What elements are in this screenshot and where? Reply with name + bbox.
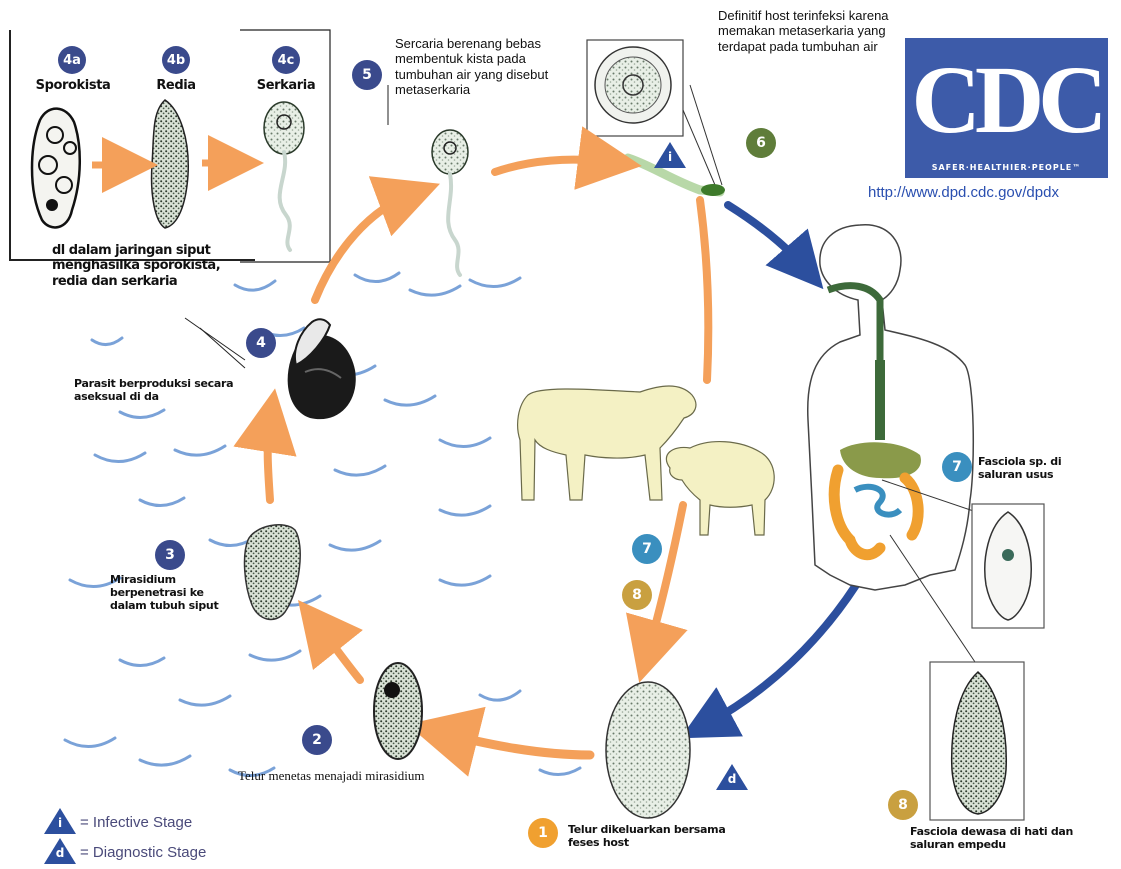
annotation-step7: Fasciola sp. di saluran usus — [978, 456, 1098, 482]
badge-8-left: 8 — [622, 580, 652, 610]
legend-infective-icon: i — [44, 808, 76, 834]
annotation-step2: Telur menetas menajadi mirasidium — [238, 768, 488, 783]
badge-7-right: 7 — [942, 452, 972, 482]
annotation-snail-tissue: dl dalam jaringan siput menghasilka spor… — [52, 243, 242, 289]
legend-infective-text: = Infective Stage — [80, 814, 192, 831]
annotation-asexual: Parasit berproduksi secara aseksual di d… — [74, 378, 259, 404]
snail-image — [288, 319, 356, 419]
fluke-intestine-inset — [972, 504, 1044, 628]
label-serkaria: Serkaria — [246, 78, 326, 93]
serkaria-image — [264, 102, 304, 250]
fluke-liver-inset — [930, 662, 1024, 820]
sporokista-image — [32, 109, 80, 228]
embryonated-egg-image — [374, 663, 422, 759]
annotation-step1: Telur dikeluarkan bersama feses host — [568, 824, 738, 850]
human-body-image — [808, 225, 1000, 662]
label-sporokista: Sporokista — [33, 78, 113, 93]
cdc-url-link[interactable]: http://www.dpd.cdc.gov/dpdx — [868, 184, 1059, 201]
badge-7-left: 7 — [632, 534, 662, 564]
redia-image — [152, 100, 189, 228]
badge-3: 3 — [155, 540, 185, 570]
badge-4b: 4b — [162, 46, 190, 74]
marker-infective: i — [654, 142, 686, 168]
badge-8-right: 8 — [888, 790, 918, 820]
badge-4a: 4a — [58, 46, 86, 74]
cow-image — [518, 386, 696, 500]
unembryonated-egg-image — [606, 682, 690, 818]
legend-infective-letter: i — [55, 816, 65, 830]
legend-diagnostic-text: = Diagnostic Stage — [80, 844, 206, 861]
marker-infective-letter: i — [665, 150, 675, 164]
marker-diagnostic-letter: d — [727, 772, 737, 786]
badge-4c: 4c — [272, 46, 300, 74]
badge-5: 5 — [352, 60, 382, 90]
annotation-step8: Fasciola dewasa di hati dan saluran empe… — [910, 826, 1095, 852]
cdc-logo: CDC SAFER·HEALTHIER·PEOPLE™ — [905, 38, 1108, 178]
free-swimming-cercaria-image — [432, 130, 468, 275]
marker-diagnostic: d — [716, 764, 748, 790]
legend-diagnostic-icon: d — [44, 838, 76, 864]
badge-1: 1 — [528, 818, 558, 848]
badge-4: 4 — [246, 328, 276, 358]
legend-diagnostic-letter: d — [55, 846, 65, 860]
badge-2: 2 — [302, 725, 332, 755]
cdc-logo-tagline: SAFER·HEALTHIER·PEOPLE™ — [905, 163, 1108, 172]
cdc-logo-letters: CDC — [905, 44, 1108, 155]
annotation-step5: Sercaria berenang bebas membentuk kista … — [395, 36, 580, 97]
annotation-step6: Definitif host terinfeksi karena memakan… — [718, 8, 893, 54]
label-redia: Redia — [136, 78, 216, 93]
annotation-step3: Mirasidium berpenetrasi ke dalam tubuh s… — [110, 574, 235, 613]
badge-6: 6 — [746, 128, 776, 158]
